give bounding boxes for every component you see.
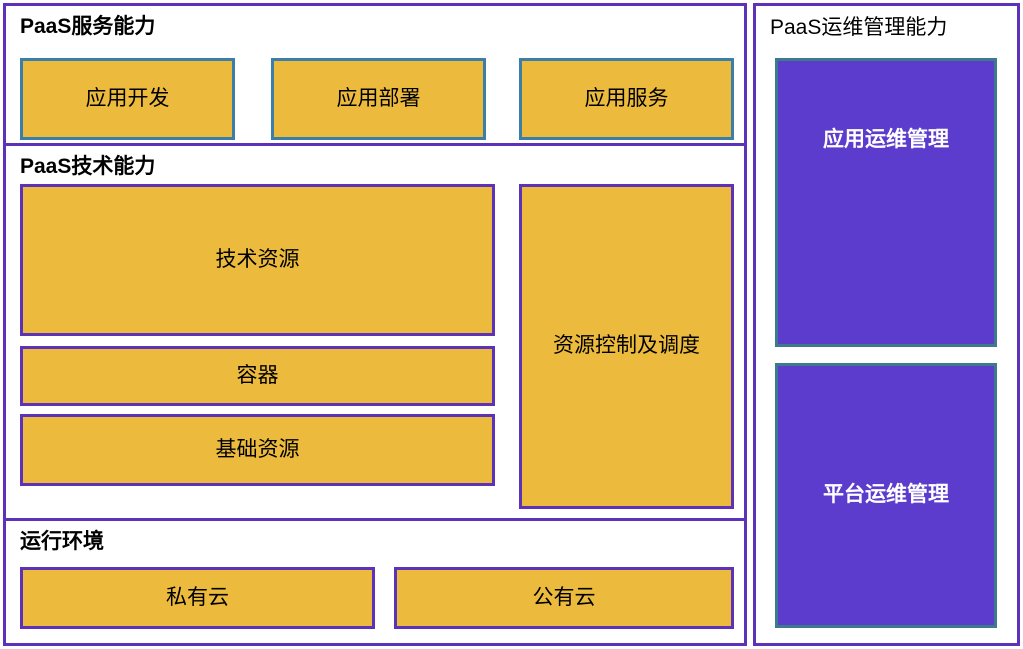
paas-capability-panel: PaaS服务能力 应用开发 应用部署 应用服务 PaaS技术能力 技术资源 容器… xyxy=(3,3,747,646)
section-title-runtime-environment: 运行环境 xyxy=(20,530,104,553)
box-public-cloud[interactable]: 公有云 xyxy=(394,567,734,629)
section-paas-technical-capability: PaaS技术能力 技术资源 容器 基础资源 资源控制及调度 xyxy=(6,146,744,521)
box-label-technical-resource: 技术资源 xyxy=(215,247,300,271)
box-resource-control-and-scheduling[interactable]: 资源控制及调度 xyxy=(519,184,734,509)
box-label-platform-operations-management: 平台运维管理 xyxy=(823,483,949,507)
box-label-application-deployment: 应用部署 xyxy=(336,86,421,110)
box-platform-operations-management[interactable]: 平台运维管理 xyxy=(775,363,997,628)
section-title-paas-technical-capability: PaaS技术能力 xyxy=(20,155,156,178)
box-basic-resource[interactable]: 基础资源 xyxy=(20,414,495,486)
section-runtime-environment: 运行环境 私有云 公有云 xyxy=(6,521,744,643)
box-application-deployment[interactable]: 应用部署 xyxy=(271,58,486,140)
box-label-application-service: 应用服务 xyxy=(584,86,669,110)
box-label-application-development: 应用开发 xyxy=(85,86,170,110)
box-container[interactable]: 容器 xyxy=(20,346,495,406)
box-label-application-operations-management: 应用运维管理 xyxy=(823,128,949,152)
panel-title-paas-operations-management: PaaS运维管理能力 xyxy=(770,16,948,39)
paas-operations-management-panel: PaaS运维管理能力 应用运维管理 平台运维管理 xyxy=(753,3,1020,646)
box-label-basic-resource: 基础资源 xyxy=(215,437,300,461)
box-private-cloud[interactable]: 私有云 xyxy=(20,567,375,629)
box-label-resource-control-and-scheduling: 资源控制及调度 xyxy=(553,334,700,358)
box-label-container: 容器 xyxy=(236,363,279,387)
box-label-private-cloud: 私有云 xyxy=(166,585,229,609)
box-application-service[interactable]: 应用服务 xyxy=(519,58,734,140)
box-application-development[interactable]: 应用开发 xyxy=(20,58,235,140)
box-application-operations-management[interactable]: 应用运维管理 xyxy=(775,58,997,347)
section-title-paas-service-capability: PaaS服务能力 xyxy=(20,15,156,38)
box-technical-resource[interactable]: 技术资源 xyxy=(20,184,495,336)
box-label-public-cloud: 公有云 xyxy=(532,585,596,609)
section-paas-service-capability: PaaS服务能力 应用开发 应用部署 应用服务 xyxy=(6,6,744,146)
